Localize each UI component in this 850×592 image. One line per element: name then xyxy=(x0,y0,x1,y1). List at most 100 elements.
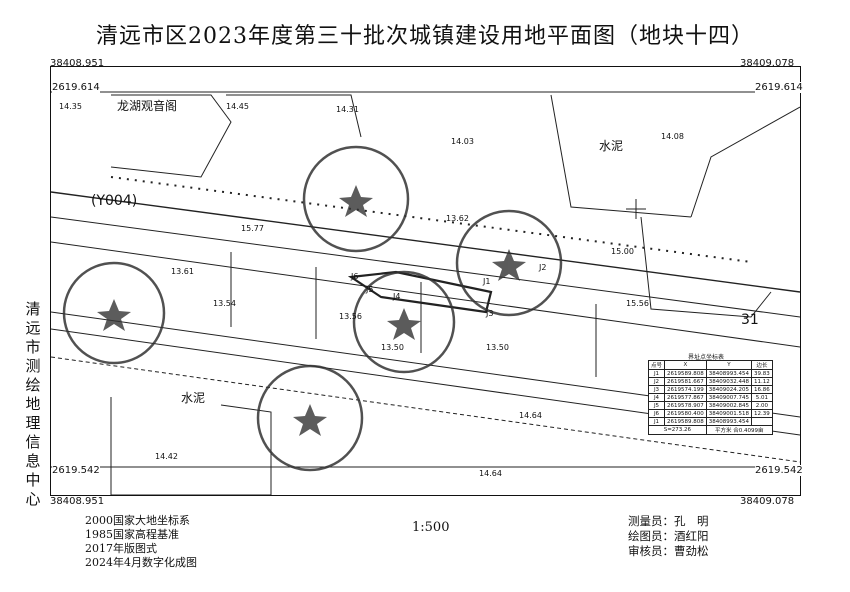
table-cell: J4 xyxy=(647,393,666,402)
table-cell: 38409002.845 xyxy=(705,401,753,410)
table-header: 边长 xyxy=(751,360,773,370)
table-cell: 38409001.518 xyxy=(705,409,753,418)
seal-star xyxy=(339,185,373,217)
building-label: 龙湖观音阁 xyxy=(117,99,178,113)
road-edge xyxy=(51,216,800,318)
table-cell: J6 xyxy=(647,409,666,418)
seal-star xyxy=(387,308,421,340)
table-cell: J3 xyxy=(647,385,666,394)
surveyor-organization: 清远市测绘地理信息中心 xyxy=(25,300,41,508)
building-outline xyxy=(110,94,232,178)
elevation-point: 14.64 xyxy=(519,411,542,420)
cement-label: 水泥 xyxy=(181,391,206,405)
elevation-point: 14.42 xyxy=(155,452,178,461)
elevation-point: 13.56 xyxy=(339,312,362,321)
building-outline xyxy=(110,397,272,495)
boundary-point: J1 xyxy=(483,277,491,286)
road-edge xyxy=(51,241,800,348)
seal-stamp xyxy=(352,270,456,374)
table-cell: 2619577.867 xyxy=(664,393,707,402)
corner-bottom-left-y: 38408.951 xyxy=(50,496,105,507)
boundary-point: J6 xyxy=(351,272,359,281)
table-cell: 2619589.808 xyxy=(664,369,707,378)
coordinate-system: 2000国家大地坐标系 xyxy=(85,514,190,527)
table-cell: J5 xyxy=(647,401,666,410)
table-cell: 16.86 xyxy=(751,385,773,394)
seal-stamp xyxy=(62,261,166,365)
table-header: 点号 xyxy=(647,360,666,370)
table-cell: 2619574.199 xyxy=(664,385,707,394)
table-cell: 2619580.400 xyxy=(664,409,707,418)
boundary-point: J3 xyxy=(486,309,494,318)
drafter-row: 绘图员：酒红阳 xyxy=(628,529,709,544)
elevation-point: 15.56 xyxy=(626,299,649,308)
table-cell: 38408993.454 xyxy=(705,417,753,426)
elevation-point: 14.03 xyxy=(451,137,474,146)
corner-bottom-right-x: 2619.542 xyxy=(755,465,803,476)
elevation-datum: 1985国家高程基准 xyxy=(85,528,179,541)
table-cell: 38409032.448 xyxy=(705,377,753,386)
elevation-point: 13.50 xyxy=(381,343,404,352)
table-header: X xyxy=(664,360,707,370)
corner-bottom-right-y: 38409.078 xyxy=(740,496,795,507)
table-cell: J2 xyxy=(647,377,666,386)
target-parcel xyxy=(347,270,493,314)
table-cell: 2619589.808 xyxy=(664,417,707,426)
table-cell: 2.00 xyxy=(751,401,773,410)
seal-star xyxy=(97,299,131,331)
role-label: 测量员： xyxy=(628,514,674,528)
surveyor-row: 测量员：孔 明 xyxy=(628,514,709,529)
boundary-point: J5 xyxy=(366,285,374,294)
person-name: 孔 明 xyxy=(674,514,709,528)
road-edge xyxy=(51,356,800,463)
table-cell: 38408993.454 xyxy=(705,369,753,378)
elevation-point: 13.50 xyxy=(486,343,509,352)
table-cell: 11.12 xyxy=(751,377,773,386)
coord-table-title: 界址点坐标表 xyxy=(688,354,725,361)
elevation-point: 13.61 xyxy=(171,267,194,276)
footer-right: 测量员：孔 明 绘图员：酒红阳 审核员：曹劲松 xyxy=(628,514,709,559)
elevation-point: 14.08 xyxy=(661,132,684,141)
elevation-point: 14.35 xyxy=(59,102,82,111)
table-cell: J1 xyxy=(647,417,666,426)
seal-stamp xyxy=(256,364,364,472)
table-cell: 12.39 xyxy=(751,409,773,418)
table-cell: 38409007.745 xyxy=(705,393,753,402)
role-label: 绘图员： xyxy=(628,529,674,543)
area-square-meters: S=273.26 xyxy=(648,425,707,435)
elevation-point: 14.45 xyxy=(226,102,249,111)
building-outline xyxy=(226,94,362,138)
table-cell: 2619581.667 xyxy=(664,377,707,386)
table-header: Y xyxy=(705,360,753,370)
map-drawing xyxy=(51,91,800,495)
parcel-divider xyxy=(640,216,772,318)
corner-top-right-x: 2619.614 xyxy=(755,82,803,93)
elevation-point: 14.64 xyxy=(479,469,502,478)
corner-top-right-y: 38409.078 xyxy=(740,58,795,69)
road-edge xyxy=(110,176,752,263)
area-mu: 平方米 合0.4099亩 xyxy=(705,425,773,435)
corner-top-left-x: 2619.614 xyxy=(52,82,100,93)
elevation-point: 13.62 xyxy=(446,214,469,223)
parcel-number: 31 xyxy=(741,312,759,328)
seal-star xyxy=(492,249,526,281)
person-name: 曹劲松 xyxy=(674,544,709,558)
boundary-point: J2 xyxy=(539,263,547,272)
role-label: 审核员： xyxy=(628,544,674,558)
person-name: 酒红阳 xyxy=(674,529,709,543)
table-footer-row: S=273.26 平方米 合0.4099亩 xyxy=(648,425,773,435)
seal-stamp xyxy=(455,209,563,317)
map-scale: 1:500 xyxy=(412,520,450,535)
table-cell: 5.01 xyxy=(751,393,773,402)
boundary-point: J4 xyxy=(393,292,401,301)
cement-label: 水泥 xyxy=(599,139,624,153)
footer-left: 2000国家大地坐标系 1985国家高程基准 2017年版图式 2024年4月数… xyxy=(85,514,197,570)
map-title: 清远市区2023年度第三十批次城镇建设用地平面图（地块十四） xyxy=(96,24,754,49)
seal-star xyxy=(293,404,327,436)
